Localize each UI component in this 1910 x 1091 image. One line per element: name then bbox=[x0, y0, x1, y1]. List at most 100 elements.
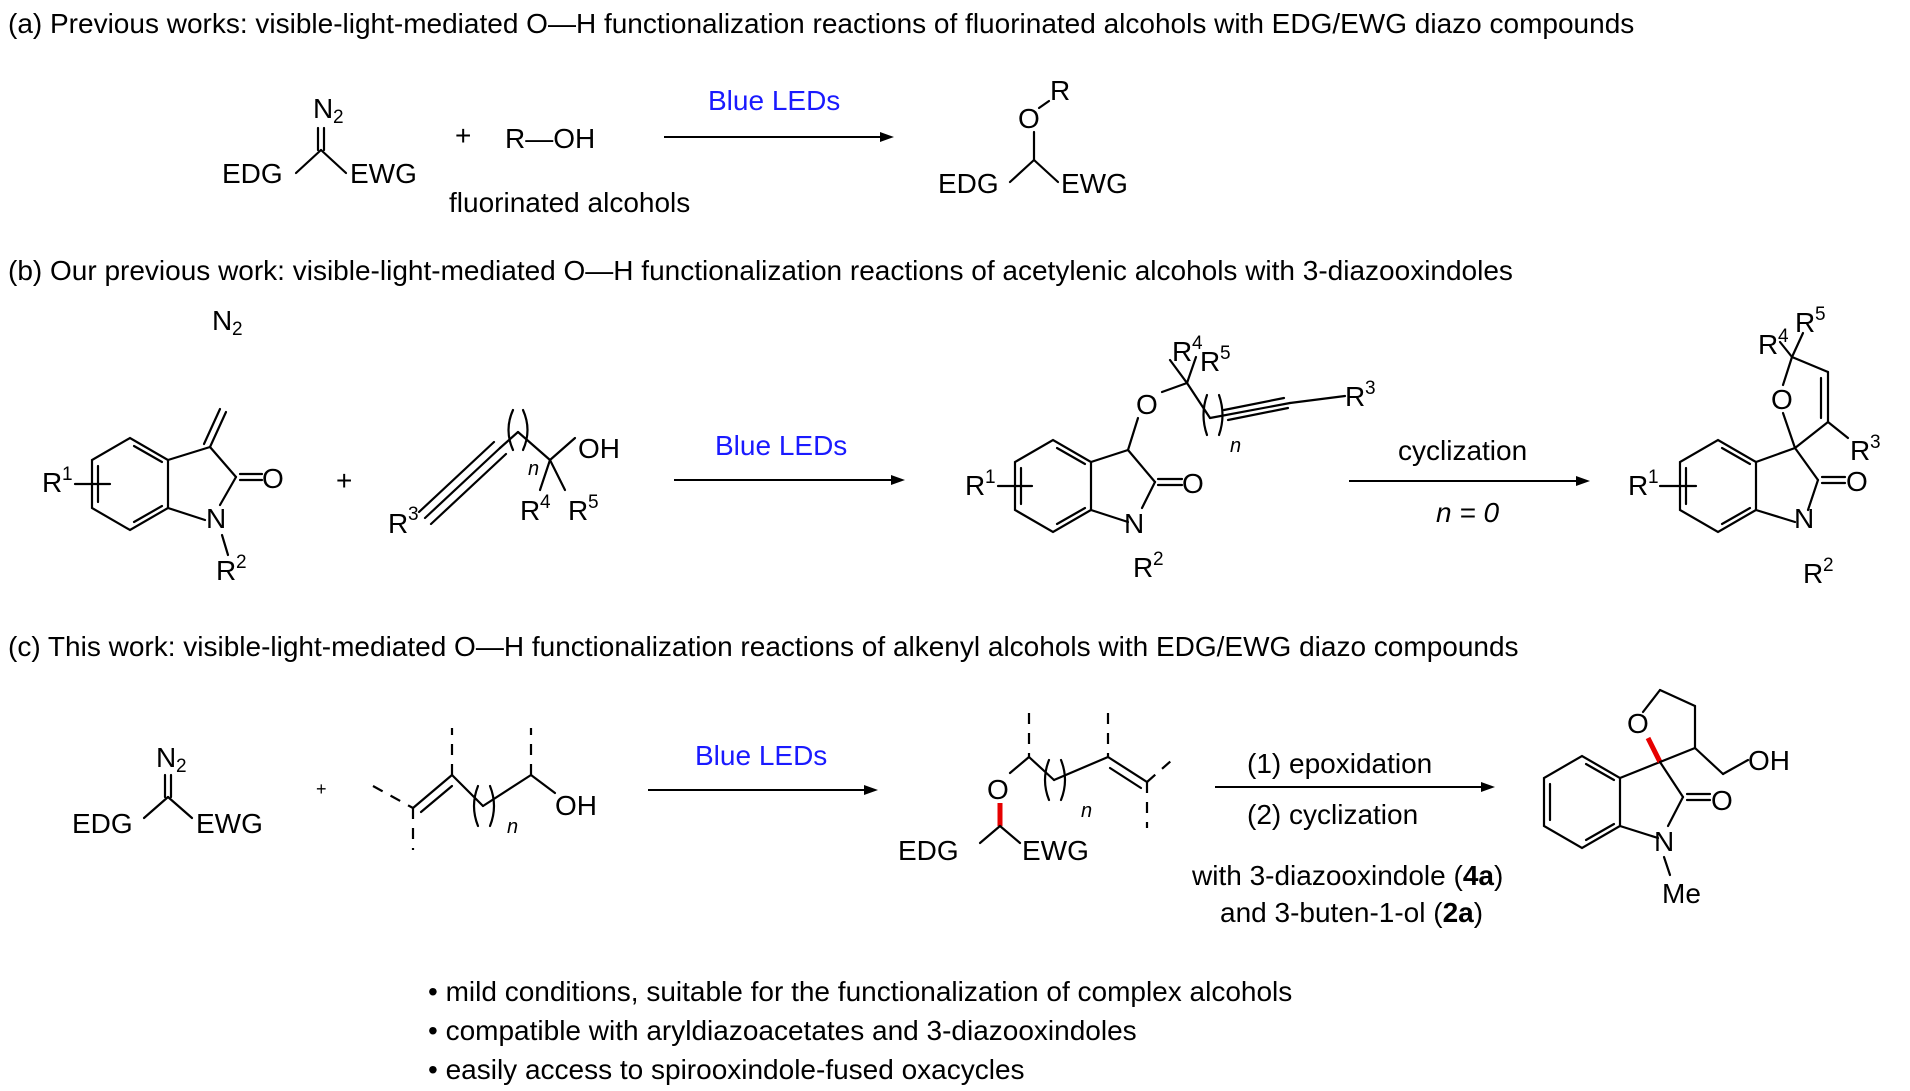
ewg-label: EWG bbox=[350, 158, 417, 189]
edg-label: EDG bbox=[72, 808, 133, 839]
ether-o: O bbox=[987, 774, 1009, 805]
oh-label: OH bbox=[555, 790, 597, 821]
n-label: N bbox=[206, 503, 226, 534]
n2-subscript: 2 bbox=[333, 107, 344, 128]
reaction-arrow-b1: Blue LEDs bbox=[674, 430, 905, 485]
acetylenic-alcohol-b: n OH R 3 R 4 R 5 bbox=[388, 408, 620, 539]
plus-sign-c: + bbox=[316, 779, 327, 799]
r1-label: R bbox=[1628, 470, 1648, 501]
diazooxindole-b: N 2 O R 1 N R 2 bbox=[42, 305, 284, 586]
section-a-header: (a) Previous works: visible-light-mediat… bbox=[8, 8, 1634, 39]
n-index: n bbox=[1081, 800, 1092, 822]
n-label: N bbox=[1654, 826, 1674, 857]
edg-label: EDG bbox=[898, 835, 959, 866]
r3-label: R bbox=[388, 508, 408, 539]
ether-o: O bbox=[1136, 389, 1158, 420]
carbonyl-o: O bbox=[1846, 466, 1868, 497]
ring-o: O bbox=[1771, 384, 1793, 415]
r5-sup: 5 bbox=[1220, 343, 1231, 364]
condition-label: Blue LEDs bbox=[695, 740, 827, 771]
r2-label: R bbox=[216, 555, 236, 586]
propargyl-ether-intermediate-b: n O O N R 2 R 1 R 4 R 5 R 3 bbox=[965, 333, 1376, 583]
r5-label: R bbox=[1200, 346, 1220, 377]
r5-label: R bbox=[1795, 307, 1815, 338]
n-index: n bbox=[507, 816, 518, 838]
step1-label: (1) epoxidation bbox=[1247, 748, 1432, 779]
reaction-arrow-c2: (1) epoxidation (2) cyclization with 3-d… bbox=[1191, 748, 1503, 928]
new-spiro-c-o-bond bbox=[1645, 736, 1663, 764]
r4-sup: 4 bbox=[1778, 326, 1789, 347]
n-equals-zero: n = 0 bbox=[1436, 497, 1499, 528]
diazo-compound-a: N 2 EDG EWG bbox=[222, 93, 417, 189]
n2-subscript: 2 bbox=[232, 319, 243, 340]
section-b-header: (b) Our previous work: visible-light-med… bbox=[8, 255, 1513, 286]
substrate-note-line2: and 3-buten-1-ol (2a) bbox=[1220, 897, 1483, 928]
step2-label: (2) cyclization bbox=[1247, 799, 1418, 830]
condition-label: Blue LEDs bbox=[708, 85, 840, 116]
r1-label: R bbox=[42, 467, 62, 498]
r3-label: R bbox=[1345, 381, 1365, 412]
feature-bullets: • mild conditions, suitable for the func… bbox=[428, 976, 1292, 1085]
spirooxindole-thf-product-c: O O N Me OH bbox=[1542, 688, 1790, 909]
carbonyl-o: O bbox=[1711, 785, 1733, 816]
edg-label: EDG bbox=[938, 168, 999, 199]
oxindole-core-b bbox=[73, 407, 264, 557]
r3-label: R bbox=[1850, 435, 1870, 466]
carbonyl-o: O bbox=[1182, 468, 1204, 499]
n2-label: N bbox=[212, 305, 232, 336]
bullet-item: • easily access to spirooxindole-fused o… bbox=[428, 1054, 1025, 1085]
carbonyl-o: O bbox=[262, 463, 284, 494]
alcohol-formula: R—OH bbox=[505, 123, 595, 154]
o-label: O bbox=[1018, 103, 1040, 134]
n2-label: N bbox=[156, 742, 176, 773]
oh-label: OH bbox=[578, 433, 620, 464]
reaction-arrow-b2: cyclization n = 0 bbox=[1349, 435, 1590, 528]
r1-sup: 1 bbox=[985, 467, 996, 488]
r4-sup: 4 bbox=[540, 492, 551, 513]
reaction-arrow-a: Blue LEDs bbox=[664, 85, 894, 142]
n-index: n bbox=[1230, 435, 1241, 457]
r4-label: R bbox=[520, 495, 540, 526]
bullet-item: • mild conditions, suitable for the func… bbox=[428, 976, 1292, 1007]
r5-label: R bbox=[568, 495, 588, 526]
ether-intermediate-c: O n EDG EWG bbox=[898, 713, 1173, 866]
methyl-label: Me bbox=[1662, 878, 1701, 909]
r5-sup: 5 bbox=[1815, 304, 1826, 325]
substrate-note-line1: with 3-diazooxindole (4a) bbox=[1191, 860, 1503, 891]
r2-sup: 2 bbox=[1153, 549, 1164, 570]
alkenyl-alcohol-c: n OH bbox=[372, 728, 597, 850]
n-index: n bbox=[528, 458, 539, 480]
cyclization-label: cyclization bbox=[1398, 435, 1527, 466]
edg-label: EDG bbox=[222, 158, 283, 189]
bullet-item: • compatible with aryldiazoacetates and … bbox=[428, 1015, 1137, 1046]
ewg-label: EWG bbox=[1022, 835, 1089, 866]
ewg-label: EWG bbox=[196, 808, 263, 839]
ring-o: O bbox=[1627, 708, 1649, 739]
reaction-arrow-c1: Blue LEDs bbox=[648, 740, 878, 795]
n2-subscript: 2 bbox=[176, 756, 187, 777]
r3-sup: 3 bbox=[1365, 378, 1376, 399]
condition-label: Blue LEDs bbox=[715, 430, 847, 461]
n2-label: N bbox=[313, 93, 333, 124]
r1-sup: 1 bbox=[62, 464, 73, 485]
r1-sup: 1 bbox=[1648, 467, 1659, 488]
oh-label: OH bbox=[1748, 745, 1790, 776]
diazo-compound-c: N 2 EDG EWG bbox=[72, 742, 263, 839]
plus-sign: + bbox=[455, 120, 471, 151]
r4-label: R bbox=[1758, 329, 1778, 360]
r2-sup: 2 bbox=[236, 552, 247, 573]
ewg-label: EWG bbox=[1061, 168, 1128, 199]
section-c-header: (c) This work: visible-light-mediated O—… bbox=[8, 631, 1519, 662]
r4-label: R bbox=[1172, 336, 1192, 367]
n-label: N bbox=[1794, 503, 1814, 534]
spirooxindole-product-b: O O N R 2 R 1 R 4 R 5 R 3 bbox=[1628, 304, 1881, 589]
r2-label: R bbox=[1803, 558, 1823, 589]
r1-label: R bbox=[965, 470, 985, 501]
r3-sup: 3 bbox=[1870, 432, 1881, 453]
n-label: N bbox=[1124, 508, 1144, 539]
r5-sup: 5 bbox=[588, 492, 599, 513]
r4-sup: 4 bbox=[1192, 333, 1203, 354]
r2-sup: 2 bbox=[1823, 555, 1834, 576]
r-label: R bbox=[1050, 75, 1070, 106]
